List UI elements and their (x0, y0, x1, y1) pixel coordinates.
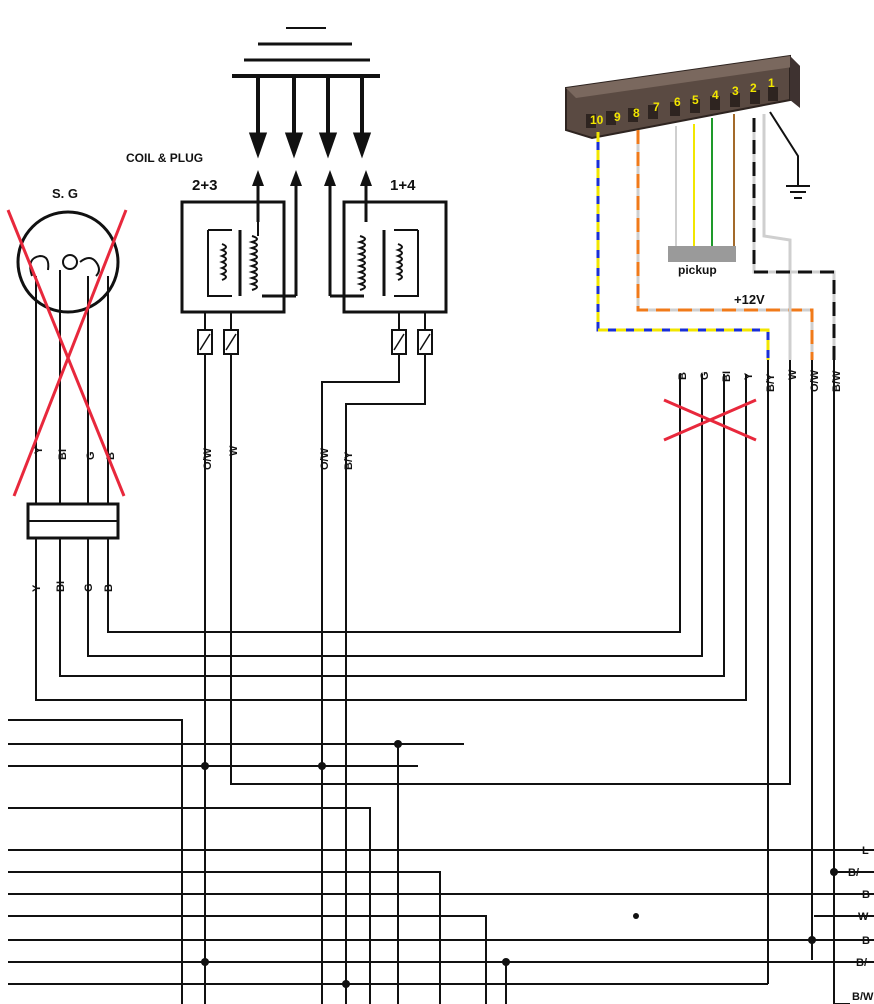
ignitor-removed-cross (663, 398, 757, 442)
sg-wire-label-bi-upper: BI (57, 449, 69, 460)
pickup-sensor (668, 246, 736, 262)
coil-right-wire-by: B/Y (343, 451, 355, 470)
ignitor-wire-bi: BI (721, 371, 733, 382)
signal-generator: S. G (16, 186, 120, 540)
connector-wires (596, 114, 836, 360)
coil-wires (204, 354, 791, 1004)
pin-1: 1 (768, 76, 775, 90)
edge-label-bw: B/W (852, 991, 874, 1003)
plus-12v-label: +12V (734, 292, 765, 307)
ignitor-wire-bw: B/W (831, 370, 843, 392)
sg-harness-wires (35, 374, 747, 701)
coil-2-3: 2+3 (180, 170, 302, 355)
spark-plug-bus (232, 27, 380, 159)
ignitor-wire-stubs (767, 360, 835, 376)
pin-7: 7 (653, 100, 660, 114)
sg-wires (35, 270, 109, 504)
ignitor-wire-b: B (677, 372, 689, 380)
pin-3: 3 (732, 84, 739, 98)
coil-left-wire-w: W (228, 445, 240, 456)
sg-wire-label-g-upper: G (85, 451, 97, 460)
ground-symbol (769, 111, 810, 199)
ignitor-wire-g: G (699, 371, 711, 380)
ignitor-wire-ow: O/W (809, 369, 821, 392)
pickup-label: pickup (678, 263, 717, 277)
ignitor-wire-y: Y (743, 372, 755, 380)
pin-8: 8 (633, 106, 640, 120)
main-harness (8, 374, 874, 1004)
edge-label-b2: B (862, 889, 870, 901)
pin-9: 9 (614, 110, 621, 124)
coil-2-3-label: 2+3 (192, 177, 217, 194)
pin-4: 4 (712, 88, 719, 102)
edge-label-l: L (862, 845, 869, 857)
sg-wire-label-y-upper: Y (33, 446, 45, 454)
junction-dots (201, 740, 838, 988)
edge-label-b4: B/ (856, 957, 867, 969)
sg-label: S. G (52, 186, 78, 201)
edge-label-b1: B/ (848, 867, 859, 879)
coil-right-wire-ow: O/W (319, 447, 331, 470)
pin-2: 2 (750, 81, 757, 95)
sg-removed-cross (6, 209, 128, 497)
coil-plug-label: COIL & PLUG (126, 151, 203, 165)
edge-label-b3: B (862, 935, 870, 947)
coil-left-wire-ow: O/W (202, 447, 214, 470)
ignitor-wire-w: W (787, 369, 799, 380)
coil-1-4: 1+4 (324, 170, 448, 355)
pin-10: 10 (590, 113, 604, 127)
edge-label-w: W (858, 911, 869, 923)
coil-1-4-label: 1+4 (390, 177, 416, 194)
ignitor-wire-by: B/Y (765, 373, 777, 392)
pin-6: 6 (674, 95, 681, 109)
pin-5: 5 (692, 93, 699, 107)
sg-wire-label-b-upper: B (105, 452, 117, 460)
terminal-block (565, 54, 800, 140)
pickup-wires (675, 114, 735, 248)
